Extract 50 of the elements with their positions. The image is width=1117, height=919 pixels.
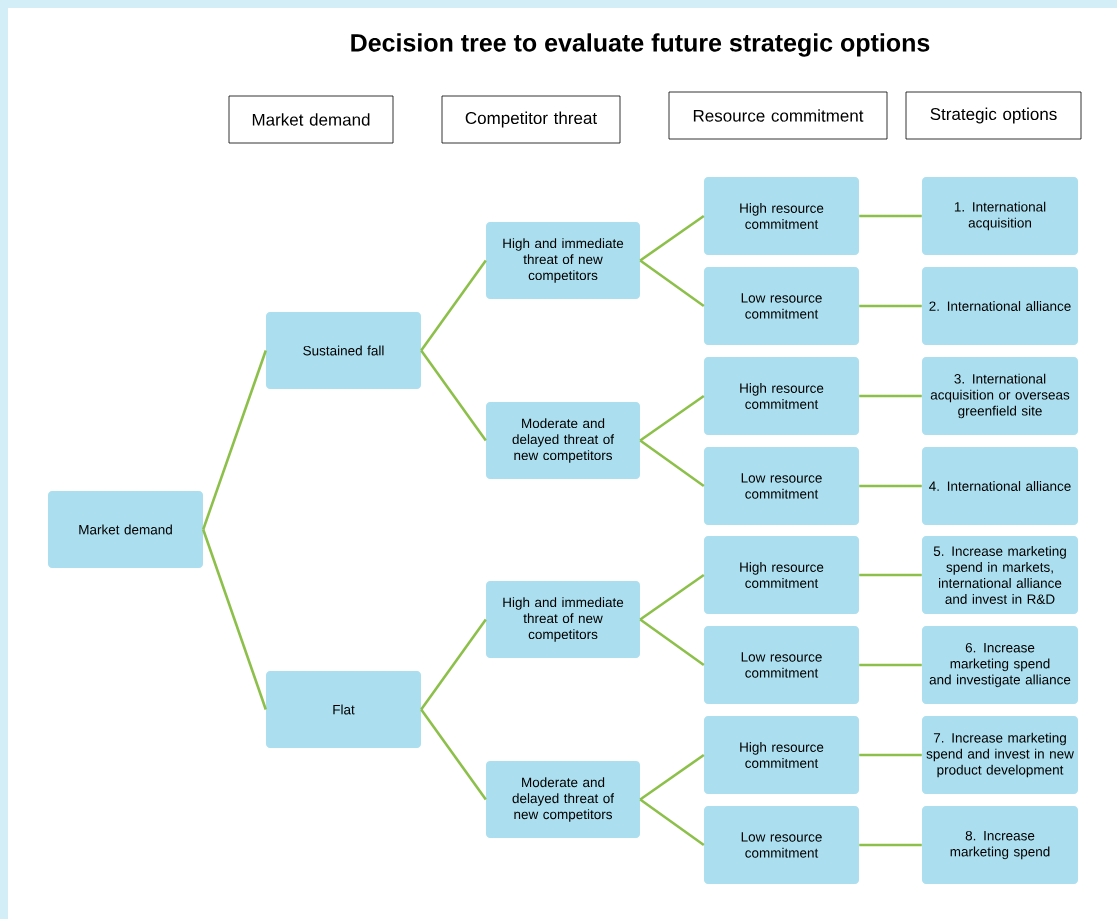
decision-box: High resource commitment	[704, 357, 859, 435]
connector-line	[639, 618, 705, 667]
connector-line	[639, 439, 705, 488]
option-box: 5. Increase marketing spend in markets, international alliance and invest in R&D	[922, 536, 1078, 614]
decision-box: Market demand	[48, 491, 203, 568]
decision-box: High resource commitment	[704, 177, 859, 255]
decision-box: Low resource commitment	[704, 267, 859, 345]
decision-box: High resource commitment	[704, 716, 859, 794]
option-box: 7. Increase marketing spend and invest in new product development	[922, 716, 1078, 794]
decision-box: Low resource commitment	[704, 447, 859, 525]
connector-line	[201, 529, 268, 710]
decision-box: Flat	[266, 671, 421, 748]
connector-line	[639, 394, 705, 442]
connector-line	[859, 484, 922, 488]
connector-line	[859, 304, 922, 308]
connector-line	[859, 753, 922, 757]
decision-box: High and immediate threat of new competitors	[486, 222, 640, 299]
connector-line	[859, 843, 922, 847]
option-box: 1. International acquisition	[922, 177, 1078, 255]
decision-box: Moderate and delayed threat of new competitors	[486, 761, 640, 838]
column-header: Competitor threat	[441, 95, 621, 144]
decision-box: High and immediate threat of new competitors	[486, 581, 640, 658]
option-box: 3. International acquisition or overseas greenfield site	[922, 357, 1078, 435]
connector-line	[639, 798, 705, 847]
connector-line	[201, 350, 268, 530]
connector-line	[859, 663, 922, 667]
connector-line	[639, 753, 705, 801]
connector-line	[420, 618, 487, 711]
connector-line	[859, 394, 922, 398]
decision-box: Moderate and delayed threat of new competitors	[486, 402, 640, 479]
decision-box: High resource commitment	[704, 536, 859, 614]
connector-line	[639, 214, 705, 262]
column-header: Strategic options	[905, 91, 1082, 140]
decision-box: Low resource commitment	[704, 626, 859, 704]
decision-box: Low resource commitment	[704, 806, 859, 884]
decision-box: Sustained fall	[266, 312, 421, 389]
title: Decision tree to evaluate future strategic options	[351, 33, 930, 57]
option-box: 6. Increase marketing spend and investigate alliance	[922, 626, 1078, 704]
connector-line	[420, 259, 487, 352]
option-box: 2. International alliance	[922, 267, 1078, 345]
option-box: 4. International alliance	[922, 447, 1078, 525]
option-box: 8. Increase marketing spend	[922, 806, 1078, 884]
connector-line	[420, 349, 487, 442]
connector-line	[859, 214, 922, 218]
column-header: Market demand	[228, 95, 394, 144]
connector-line	[420, 708, 487, 801]
connector-line	[639, 573, 705, 621]
column-header: Resource commitment	[668, 91, 888, 140]
connector-line	[639, 259, 705, 308]
connector-line	[859, 573, 922, 577]
